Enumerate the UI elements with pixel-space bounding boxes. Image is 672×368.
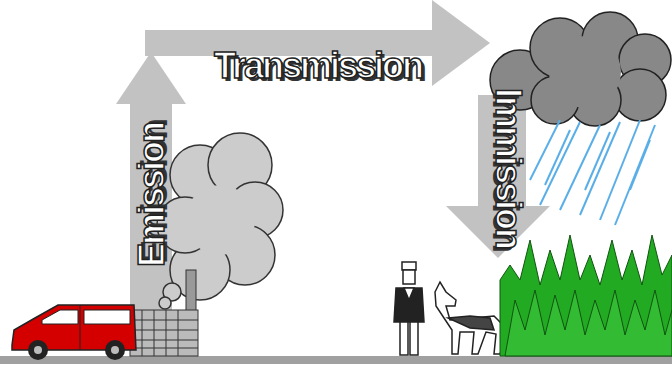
- smoke-cloud: [157, 133, 283, 309]
- arrow-label: Emission: [134, 123, 170, 267]
- arrow-label: Immission: [490, 88, 526, 248]
- person: [394, 262, 424, 355]
- forest: [500, 235, 672, 356]
- van: [12, 305, 136, 360]
- arrow-label: Transmission: [214, 48, 422, 84]
- ground-line: [0, 356, 672, 364]
- factory: [130, 270, 198, 356]
- rain: [530, 120, 655, 225]
- flow-arrows: [116, 0, 550, 350]
- dog: [435, 282, 508, 354]
